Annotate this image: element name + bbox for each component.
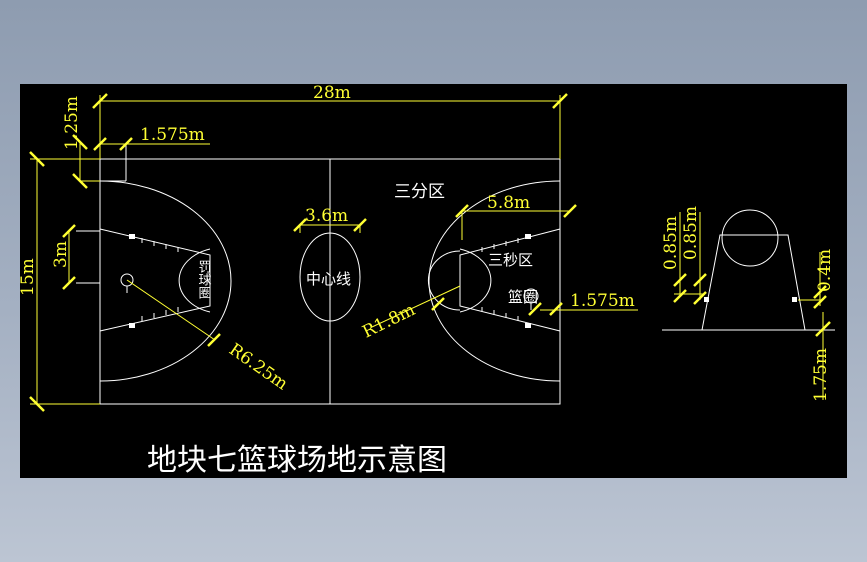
dim-court-length: 28m (313, 83, 351, 103)
dimension-lines (29, 93, 831, 412)
dim-three-point-span: 5.8m (487, 193, 530, 213)
drawing-title: 地块七篮球场地示意图 (147, 443, 447, 478)
label-center-line: 中心线 (306, 270, 351, 288)
label-three-second-area: 三秒区 (488, 251, 533, 269)
dim-baseline-offset: 1.25m (62, 96, 82, 150)
detail-circle (721, 209, 779, 267)
dim-hoop-offset-top: 1.575m (140, 125, 205, 145)
dim-free-throw-lane: 3m (51, 241, 71, 268)
dim-lane-mark-2: 0.85m (681, 206, 701, 260)
lane-ticks (141, 238, 519, 321)
detail-blocks (704, 297, 797, 302)
drawing-sheet (20, 84, 847, 478)
dim-center-circle: 3.6m (305, 206, 348, 226)
lane-detail (662, 209, 835, 331)
court (76, 144, 561, 405)
free-throw-lane-left (99, 228, 211, 332)
detail-lane (701, 234, 806, 331)
label-hoop: 篮圈 (508, 288, 538, 306)
lane-blocks (129, 234, 531, 328)
free-throw-circle-left (178, 248, 211, 313)
three-point-arc-right (428, 180, 561, 382)
dim-court-width: 15m (18, 258, 38, 296)
dim-lane-mark-4: 1.75m (811, 348, 831, 402)
center-circle (299, 232, 361, 322)
free-throw-lane-right (459, 228, 561, 332)
free-throw-circle-right (459, 248, 492, 313)
label-three-point-area: 三分区 (394, 182, 445, 202)
dim-lane-mark-3: 0.4m (815, 249, 835, 292)
dim-lane-mark-1: 0.85m (661, 216, 681, 270)
label-free-throw-circle: 罚球圈 (196, 260, 212, 300)
three-point-arc-left (99, 180, 232, 382)
dim-hoop-offset-right: 1.575m (570, 291, 635, 311)
free-throw-circle-right-outer (427, 250, 461, 311)
